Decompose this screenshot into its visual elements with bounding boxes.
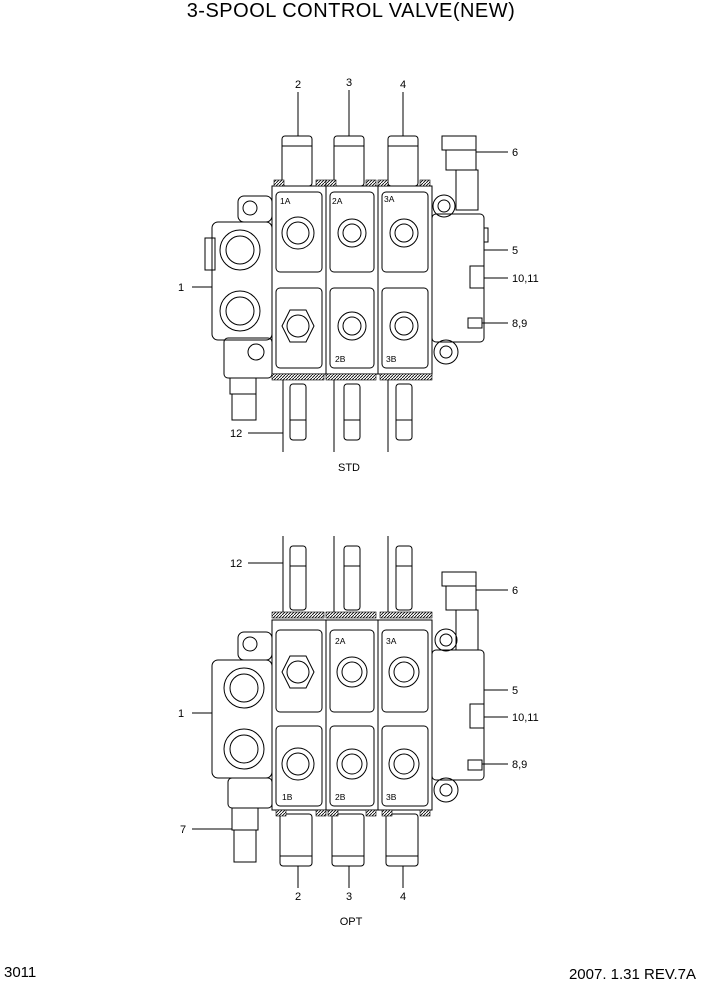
opt-port-3a: 3A xyxy=(386,636,397,646)
page-title: 3-SPOOL CONTROL VALVE(NEW) xyxy=(186,0,516,22)
opt-callout-8-9: 8,9 xyxy=(512,759,527,771)
opt-callout-1: 1 xyxy=(178,708,184,720)
opt-callout-7: 7 xyxy=(180,824,186,836)
opt-port-3b: 3B xyxy=(386,792,397,802)
opt-port-1b: 1B xyxy=(282,792,293,802)
page-number: 3011 xyxy=(4,964,37,981)
std-view-caption: STD xyxy=(338,462,360,474)
std-callout-2: 2 xyxy=(295,79,301,91)
std-callout-12: 12 xyxy=(230,428,242,440)
opt-callout-6: 6 xyxy=(512,585,518,597)
opt-callout-2: 2 xyxy=(295,891,301,903)
opt-valve-drawing xyxy=(192,536,508,888)
std-callout-4: 4 xyxy=(400,79,406,91)
opt-callout-5: 5 xyxy=(512,685,518,697)
std-callout-3: 3 xyxy=(346,77,352,89)
opt-callout-4: 4 xyxy=(400,891,406,903)
std-valve-drawing xyxy=(192,90,508,452)
opt-callout-3: 3 xyxy=(346,891,352,903)
valve-diagram: 2 3 4 6 5 10,11 8,9 1 12 1A 2A 3A 2B 3B … xyxy=(178,77,539,928)
opt-callout-12: 12 xyxy=(230,558,242,570)
opt-callout-10-11: 10,11 xyxy=(512,712,539,724)
std-port-2b: 2B xyxy=(335,354,346,364)
std-port-3a: 3A xyxy=(384,194,395,204)
std-port-2a: 2A xyxy=(332,196,343,206)
opt-port-2b: 2B xyxy=(335,792,346,802)
std-callout-1: 1 xyxy=(178,282,184,294)
opt-seal-rings xyxy=(271,611,433,817)
std-callout-6: 6 xyxy=(512,147,518,159)
opt-port-2a: 2A xyxy=(335,636,346,646)
std-callout-10-11: 10,11 xyxy=(512,273,539,285)
std-port-1a: 1A xyxy=(280,196,291,206)
std-port-3b: 3B xyxy=(386,354,397,364)
std-callout-5: 5 xyxy=(512,245,518,257)
std-callout-8-9: 8,9 xyxy=(512,318,527,330)
std-seal-rings xyxy=(271,179,433,381)
opt-view-caption: OPT xyxy=(340,916,363,928)
revision-label: 2007. 1.31 REV.7A xyxy=(568,966,696,983)
